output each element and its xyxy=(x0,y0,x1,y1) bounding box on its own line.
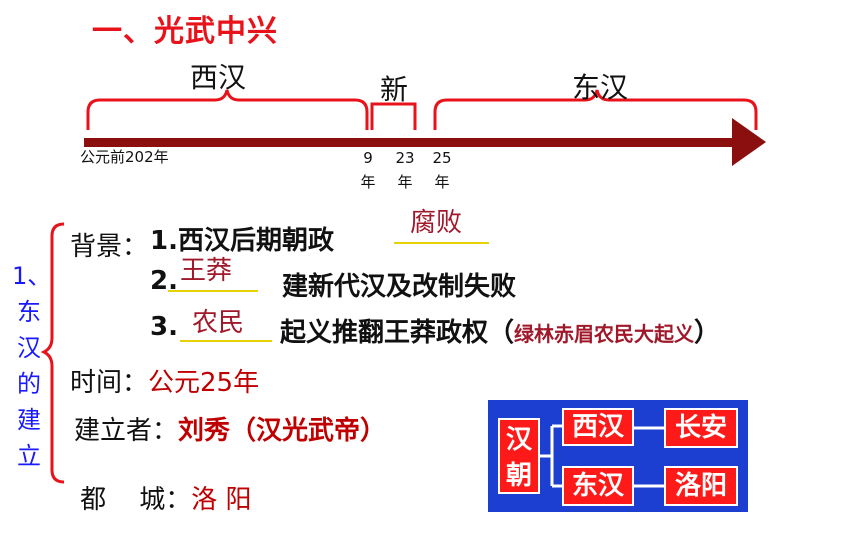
background-label: 背景： xyxy=(70,232,149,262)
timeline xyxy=(84,89,766,166)
side-label: 1、 东 汉 的 建 立 xyxy=(12,262,52,470)
answer-2: 王莽 xyxy=(180,256,233,286)
answer-3: 农民 xyxy=(192,308,245,338)
blank-1 xyxy=(394,242,489,244)
background-item-2-text: 建新代汉及改制失败 xyxy=(282,272,517,302)
capital-row: 都 城：洛 阳 xyxy=(80,485,252,515)
background-item-3-text: 起义推翻王莽政权（绿林赤眉农民大起义） xyxy=(280,318,721,348)
brace-xihan xyxy=(86,89,369,130)
diagram-xihan: 西汉 xyxy=(562,408,634,446)
capital-diagram: 汉 朝 西汉 长安 东汉 洛阳 xyxy=(488,400,748,512)
diagram-changan: 长安 xyxy=(664,408,738,448)
blank-3 xyxy=(180,340,272,342)
diagram-connectors xyxy=(540,424,664,488)
founder-row: 建立者：刘秀（汉光武帝） xyxy=(74,416,387,446)
timeline-axis xyxy=(84,138,744,147)
diagram-donghan: 东汉 xyxy=(562,466,634,506)
blank-2 xyxy=(168,290,258,292)
brace-xin xyxy=(370,102,417,130)
section-bracket xyxy=(40,222,65,484)
diagram-root: 汉 朝 xyxy=(498,418,540,494)
background-item-1: 1.西汉后期朝政 xyxy=(150,226,334,256)
page-title: 一、光武中兴 xyxy=(92,14,278,49)
answer-1: 腐败 xyxy=(410,208,463,238)
diagram-luoyang: 洛阳 xyxy=(664,466,738,506)
start-year-label: 公元前202年 xyxy=(80,148,169,166)
brace-donghan xyxy=(433,89,758,130)
background-item-3-num: 3. xyxy=(150,312,178,342)
era-xin: 新 xyxy=(380,73,409,106)
time-row: 时间：公元25年 xyxy=(70,368,260,398)
timeline-arrowhead xyxy=(732,118,766,166)
era-xihan: 西汉 xyxy=(190,61,247,94)
era-donghan: 东汉 xyxy=(572,71,629,104)
